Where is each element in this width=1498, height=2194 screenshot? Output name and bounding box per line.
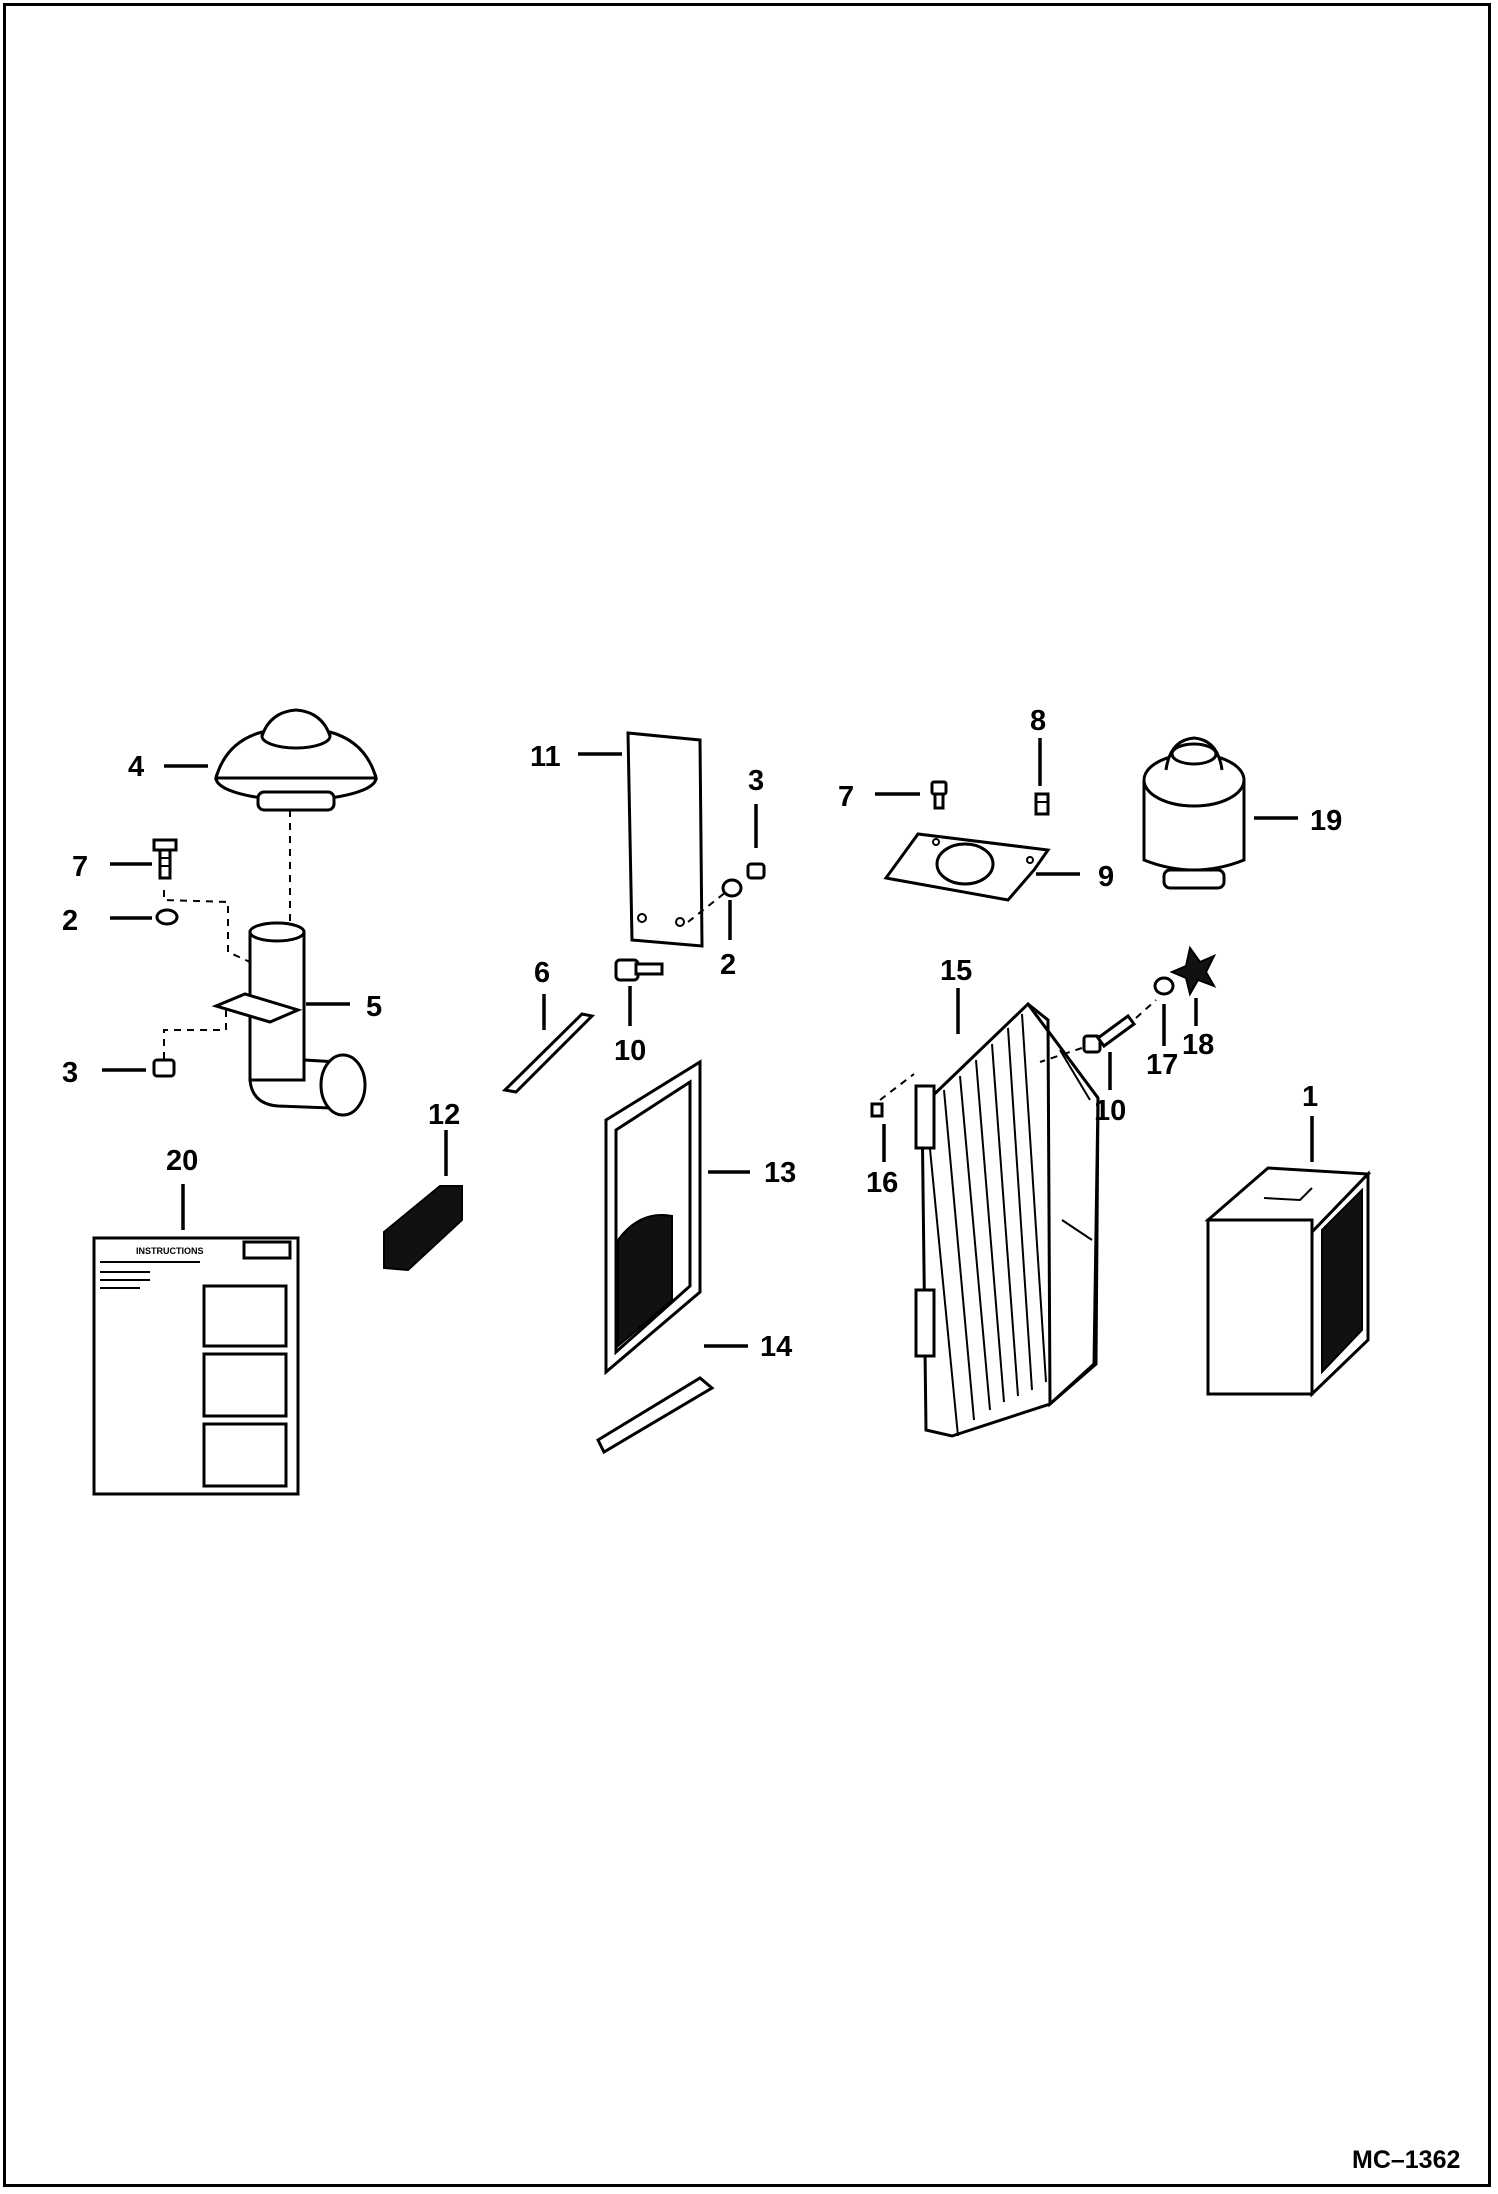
part-7-bolt-right xyxy=(930,780,948,810)
callout-11: 11 xyxy=(530,741,561,773)
callout-3-center: 3 xyxy=(748,765,764,797)
part-11-cover-plate xyxy=(626,731,704,948)
callout-2-center: 2 xyxy=(720,949,736,981)
callout-19: 19 xyxy=(1310,805,1342,837)
part-14-lower-seal xyxy=(596,1376,715,1455)
callout-14: 14 xyxy=(760,1331,792,1363)
leader-lines xyxy=(102,738,1314,1348)
assembly-line-7-5 xyxy=(163,890,251,963)
part-20-instruction-decal: INSTRUCTIONS xyxy=(92,1236,300,1496)
part-8-screw xyxy=(1034,792,1050,816)
part-7-bolt-left xyxy=(152,838,178,880)
part-15-core-assembly xyxy=(914,1001,1100,1438)
part-6-seal-strip xyxy=(501,1012,596,1094)
callout-10-right: 10 xyxy=(1094,1095,1126,1127)
callouts: 4 7 2 5 3 11 3 2 10 6 12 13 14 20 7 8 9 … xyxy=(62,705,1342,1363)
callout-8: 8 xyxy=(1030,705,1046,737)
callout-3-left: 3 xyxy=(62,1057,78,1089)
part-16-clip xyxy=(870,1102,884,1118)
part-13-screen-frame xyxy=(604,1059,702,1376)
part-19-filter-element xyxy=(1142,736,1246,890)
callout-9: 9 xyxy=(1098,861,1114,893)
part-1-kit-box xyxy=(1204,1166,1372,1398)
callout-7-right: 7 xyxy=(838,781,854,813)
part-18-wing-knob xyxy=(1169,945,1217,997)
assembly-line-10-17 xyxy=(1135,999,1157,1019)
assembly-line-11-2 xyxy=(687,891,727,923)
callout-20: 20 xyxy=(166,1145,198,1177)
figure-code: MC–1362 xyxy=(1352,2146,1460,2174)
part-3-nut-left xyxy=(152,1058,176,1078)
part-17-washer xyxy=(1153,976,1175,996)
part-2-washer-left xyxy=(155,908,179,926)
callout-10-center: 10 xyxy=(614,1035,646,1067)
part-12-foam-filter xyxy=(383,1185,463,1272)
callout-6: 6 xyxy=(534,957,550,989)
part-3-nut-center xyxy=(746,862,766,880)
callout-17: 17 xyxy=(1146,1049,1178,1081)
callout-2-left: 2 xyxy=(62,905,78,937)
callout-18: 18 xyxy=(1182,1029,1214,1061)
callout-1: 1 xyxy=(1302,1081,1318,1113)
callout-13: 13 xyxy=(764,1157,796,1189)
assembly-line-16-15 xyxy=(879,1073,915,1101)
page-frame xyxy=(3,3,1491,2187)
callout-4: 4 xyxy=(128,751,144,783)
callout-12: 12 xyxy=(428,1099,460,1131)
part-9-mounting-bracket xyxy=(883,832,1051,902)
callout-15: 15 xyxy=(940,955,972,987)
part-10-bolt-center xyxy=(614,958,664,982)
callout-5: 5 xyxy=(366,991,382,1023)
decal-heading: INSTRUCTIONS xyxy=(136,1246,204,1256)
callout-7-left: 7 xyxy=(72,851,88,883)
part-5-intake-elbow xyxy=(211,921,367,1117)
callout-16: 16 xyxy=(866,1167,898,1199)
part-2-washer-center xyxy=(721,878,743,898)
part-10-bolt-right xyxy=(1082,1013,1137,1054)
part-4-precleaner-cap xyxy=(214,708,378,812)
